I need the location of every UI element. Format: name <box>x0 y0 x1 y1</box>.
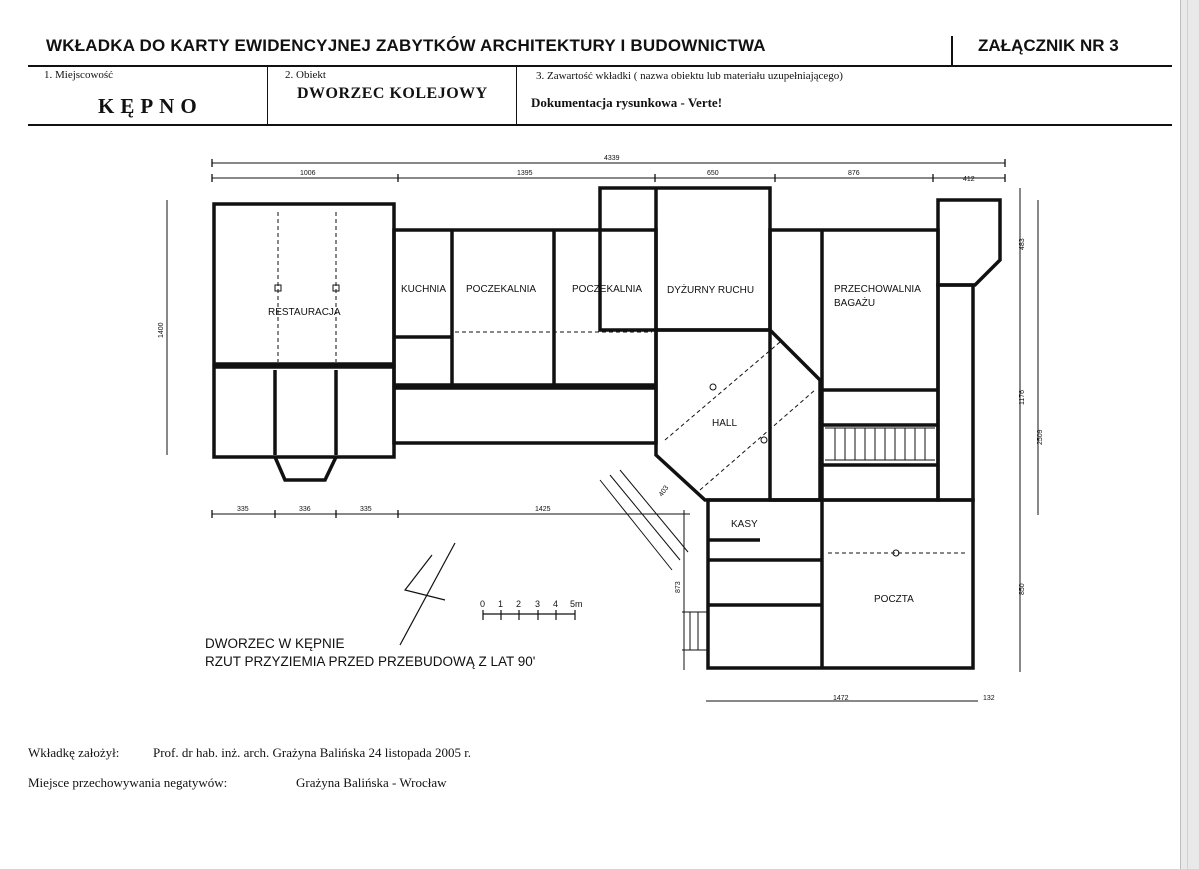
dim-right-3: 850 <box>1019 583 1026 595</box>
field-1-value: KĘPNO <box>98 94 203 118</box>
dim-right-2: 1176 <box>1019 390 1026 405</box>
room-label-poczekalnia-1: POCZEKALNIA <box>466 284 536 295</box>
fields-rule <box>28 124 1172 126</box>
dim-top-1: 1006 <box>300 170 316 177</box>
founder-value: Prof. dr hab. inż. arch. Grażyna Balińsk… <box>153 745 472 760</box>
header-divider <box>951 36 953 66</box>
stairs <box>274 212 968 651</box>
dim-side-873: 873 <box>675 581 682 593</box>
dim-top-4: 876 <box>848 170 860 177</box>
sheet-edge <box>1180 0 1199 869</box>
dim-total-top: 4339 <box>604 155 620 162</box>
plan-caption-line-2: RZUT PRZYZIEMIA PRZED PRZEBUDOWĄ Z LAT 9… <box>205 654 535 669</box>
room-label-kuchnia: KUCHNIA <box>401 284 446 295</box>
field-3-value: Dokumentacja rysunkowa - Verte! <box>531 95 723 110</box>
scale-label-2: 2 <box>516 599 521 609</box>
room-label-restauracja: RESTAURACJA <box>268 307 341 318</box>
dim-bottom-4: 1425 <box>535 506 551 513</box>
field-2-value: DWORZEC KOLEJOWY <box>297 85 488 102</box>
dim-bottom-1: 335 <box>237 506 249 513</box>
dim-lower-132: 132 <box>983 695 995 702</box>
dim-right-total: 2509 <box>1037 429 1044 445</box>
room-label-poczekalnia-2: POCZEKALNIA <box>572 284 642 295</box>
dim-left: 1400 <box>158 322 165 338</box>
attachment-label: ZAŁĄCZNIK NR 3 <box>978 36 1119 55</box>
dim-diag-403: 403 <box>658 484 670 498</box>
scale-bar <box>482 610 576 620</box>
plan-caption-line-1: DWORZEC W KĘPNIE <box>205 636 345 651</box>
storage-value: Grażyna Balińska - Wrocław <box>296 775 447 790</box>
room-label-dyzurny-ruchu: DYŻURNY RUCHU <box>667 283 754 296</box>
room-label-hall: HALL <box>712 418 737 429</box>
dim-top-5: 412 <box>963 176 975 183</box>
room-label-przechowalnia: PRZECHOWALNIA <box>834 284 921 295</box>
field-divider-2 <box>516 66 517 125</box>
scale-label-5: 5m <box>570 599 583 609</box>
field-3-label: 3. Zawartość wkładki ( nazwa obiektu lub… <box>536 70 843 82</box>
north-arrow <box>399 542 456 646</box>
storage-label: Miejsce przechowywania negatywów: <box>28 775 228 790</box>
document-title: WKŁADKA DO KARTY EWIDENCYJNEJ ZABYTKÓW A… <box>46 36 766 55</box>
field-divider-1 <box>267 66 268 125</box>
scale-label-0: 0 <box>480 599 485 609</box>
scale-label-1: 1 <box>498 599 503 609</box>
dim-lower-1472: 1472 <box>833 695 849 702</box>
walls <box>212 186 1002 670</box>
room-label-bagazu: BAGAŻU <box>834 296 875 309</box>
dim-bottom-2: 336 <box>299 506 311 513</box>
field-2-label: 2. Obiekt <box>285 69 326 81</box>
dim-top-2: 1395 <box>517 170 533 177</box>
room-label-poczta: POCZTA <box>874 594 914 605</box>
header-rule <box>28 65 1172 67</box>
scale-label-3: 3 <box>535 599 540 609</box>
room-label-kasy: KASY <box>731 519 758 530</box>
founder-label: Wkładkę założył: <box>28 745 120 760</box>
dim-top-3: 650 <box>707 170 719 177</box>
scale-label-4: 4 <box>553 599 558 609</box>
field-1-label: 1. Miejscowość <box>44 69 114 81</box>
dim-right-1: 483 <box>1019 238 1026 250</box>
dim-bottom-3: 335 <box>360 506 372 513</box>
